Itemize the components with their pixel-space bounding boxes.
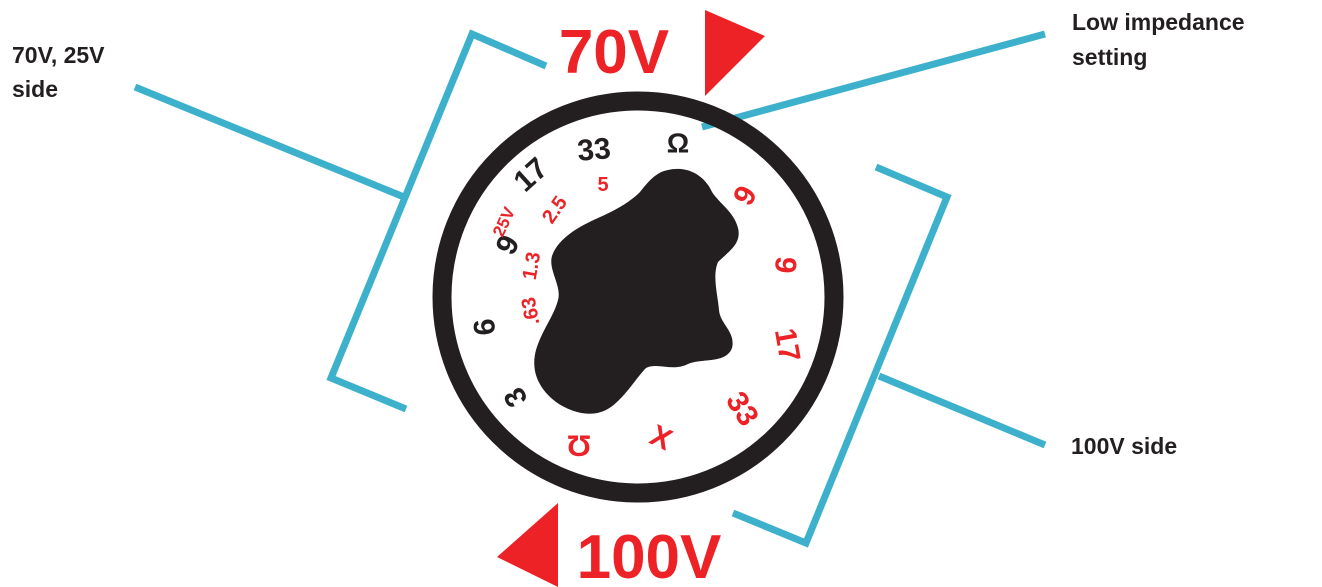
right-bracket [733, 167, 947, 543]
dial-label-100v-ohm: Ω [567, 429, 591, 462]
dial-label-70v-ohm: Ω [667, 128, 689, 159]
dial-label-100v-6: 6 [726, 180, 763, 211]
dial-label-25v-063: .63 [518, 295, 544, 326]
right-bottom-leader-line [879, 376, 1045, 445]
bottom-voltage-label: 100V [577, 523, 722, 587]
bottom-voltage-arrow [497, 503, 558, 587]
top-voltage-arrow [705, 10, 765, 96]
top-voltage-label: 70V [559, 18, 669, 87]
dial-label-70v-3: 3 [498, 382, 535, 413]
dial-label-100v-33: 33 [719, 386, 765, 432]
dial-label-25v-5: 5 [597, 174, 608, 196]
low-impedance-callout-line2: setting [1072, 44, 1147, 70]
dial-label-70v-33: 33 [576, 132, 612, 168]
dial-label-100v-9: 9 [768, 255, 802, 275]
low-impedance-callout-line1: Low impedance [1072, 9, 1245, 35]
dial-label-25v-25: 2.5 [538, 192, 572, 227]
left-callout-line2: side [12, 76, 58, 102]
right-bottom-callout: 100V side [1071, 433, 1177, 459]
left-leader-line [135, 87, 404, 197]
dial-label-70v-17: 17 [508, 152, 555, 199]
dial-label-70v-6: 6 [468, 317, 502, 337]
low-impedance-leader-line [702, 34, 1045, 127]
tap-dial [442, 101, 834, 493]
dial-label-100v-x: X [645, 419, 677, 457]
left-callout-line1: 70V, 25V [12, 42, 105, 68]
dial-label-100v-17: 17 [768, 326, 806, 365]
dial-label-25v-13: 1.3 [519, 250, 545, 281]
dial-label-25v-mark: 25V [489, 204, 519, 240]
